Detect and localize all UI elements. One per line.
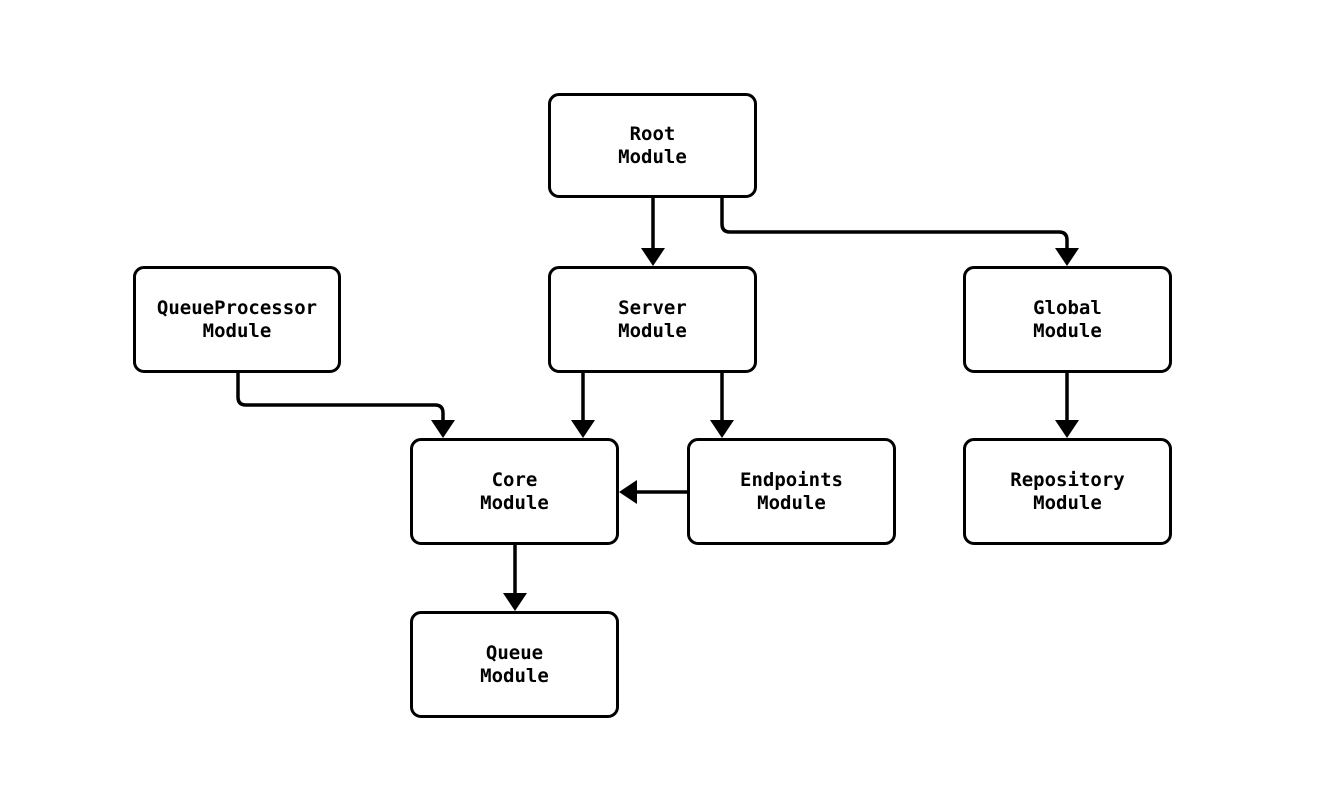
edge-server-to-core: [571, 373, 595, 438]
node-root-module: Root Module: [548, 93, 757, 198]
edge-endpoints-to-core: [619, 480, 687, 504]
node-queueprocessor-module-label: QueueProcessor Module: [156, 296, 318, 342]
edge-root-to-global: [720, 198, 1079, 266]
node-repository-module-label: Repository Module: [1010, 468, 1125, 514]
node-endpoints-module: Endpoints Module: [687, 438, 896, 545]
node-queue-module-label: Queue Module: [480, 641, 549, 687]
node-global-module: Global Module: [963, 266, 1172, 373]
node-repository-module: Repository Module: [963, 438, 1172, 545]
edge-server-to-endpoints: [710, 373, 734, 438]
node-core-module-label: Core Module: [480, 468, 549, 514]
node-core-module: Core Module: [410, 438, 619, 545]
node-root-module-label: Root Module: [618, 122, 687, 168]
node-global-module-label: Global Module: [1033, 296, 1102, 342]
node-server-module: Server Module: [548, 266, 757, 373]
edge-root-to-server: [641, 198, 665, 266]
node-queue-module: Queue Module: [410, 611, 619, 718]
edge-queueprocessor-to-core: [236, 373, 455, 438]
node-queueprocessor-module: QueueProcessor Module: [133, 266, 341, 373]
node-server-module-label: Server Module: [618, 296, 687, 342]
node-endpoints-module-label: Endpoints Module: [740, 468, 843, 514]
edge-global-to-repository: [1055, 373, 1079, 438]
edge-core-to-queue: [503, 545, 527, 611]
